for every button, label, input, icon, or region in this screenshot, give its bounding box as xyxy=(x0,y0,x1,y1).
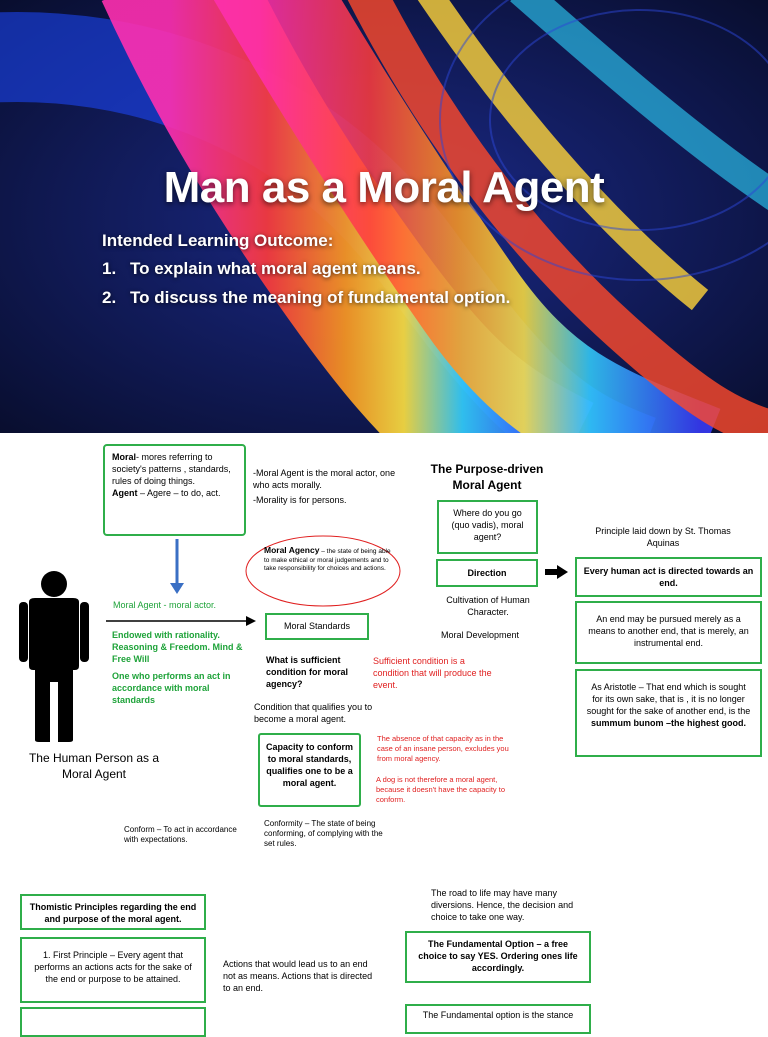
fundamental-stance-box: The Fundamental option is the stance xyxy=(405,1004,591,1034)
sufficient-question: What is sufficient condition for moral a… xyxy=(266,655,348,689)
moral-standards-box: Moral Standards xyxy=(265,613,369,640)
right-arrow-icon xyxy=(106,616,256,626)
moral-definition-box: Moral- mores referring to society's patt… xyxy=(103,444,246,536)
outcome-item: 2.To discuss the meaning of fundamental … xyxy=(102,288,511,307)
absence-note: The absence of that capacity as in the c… xyxy=(377,734,509,763)
every-human-act-box: Every human act is directed towards an e… xyxy=(575,557,762,597)
human-person-caption: The Human Person as a Moral Agent xyxy=(28,751,160,781)
morality-note: -Morality is for persons. xyxy=(253,495,347,505)
conformity-definition: Conformity – The state of being conformi… xyxy=(264,819,383,848)
end-pursued-box: An end may be pursued merely as a means … xyxy=(575,601,762,664)
ilo-heading: Intended Learning Outcome: xyxy=(102,231,334,250)
dog-note: A dog is not therefore a moral agent, be… xyxy=(376,775,506,804)
first-principle-box: 1. First Principle – Every agent that pe… xyxy=(20,937,206,1003)
sufficient-definition: Sufficient condition is a condition that… xyxy=(373,656,492,690)
thomistic-heading-box: Thomistic Principles regarding the end a… xyxy=(20,894,206,930)
conform-definition: Conform – To act in accordance with expe… xyxy=(124,825,237,844)
aristotle-box: As Aristotle – That end which is sought … xyxy=(575,669,762,757)
endowed-text: Endowed with rationality. Reasoning & Fr… xyxy=(112,630,243,664)
actions-lead-text: Actions that would lead us to an end not… xyxy=(223,959,373,993)
moral-agent-actor: Moral Agent - moral actor. xyxy=(113,600,217,610)
moral-agency-text: Moral Agency – the state of being able t… xyxy=(264,545,391,572)
condition-qualifies: Condition that qualifies you to become a… xyxy=(254,702,373,724)
capacity-box: Capacity to conform to moral standards, … xyxy=(258,733,361,807)
moral-agency-ellipse xyxy=(245,535,401,607)
purpose-heading: The Purpose-driven Moral Agent xyxy=(430,462,544,492)
diagram-slide: Moral- mores referring to society's patt… xyxy=(0,433,768,1037)
down-arrow-icon xyxy=(170,539,184,594)
performs-act-text: One who performs an act in accordance wi… xyxy=(112,671,231,705)
slide-title: Man as a Moral Agent xyxy=(163,163,605,212)
fundamental-option-box: The Fundamental Option – a free choice t… xyxy=(405,931,591,983)
title-slide: Man as a Moral Agent Intended Learning O… xyxy=(0,0,768,433)
moral-development: Moral Development xyxy=(441,630,520,640)
principle-laid: Principle laid down by St. Thomas Aquina… xyxy=(595,526,731,548)
human-person-icon xyxy=(19,571,89,742)
road-to-life-text: The road to life may have many diversion… xyxy=(431,888,574,922)
where-box: Where do you go (quo vadis), moral agent… xyxy=(437,500,538,554)
cultivation-text: Cultivation of Human Character. xyxy=(446,595,530,617)
thick-arrow-icon xyxy=(545,565,568,579)
swirl-background xyxy=(0,0,768,433)
direction-box: Direction xyxy=(436,559,538,587)
second-principle-box xyxy=(20,1007,206,1037)
outcome-item: 1.To explain what moral agent means. xyxy=(102,259,421,278)
moral-agent-note: -Moral Agent is the moral actor, one who… xyxy=(253,468,396,490)
